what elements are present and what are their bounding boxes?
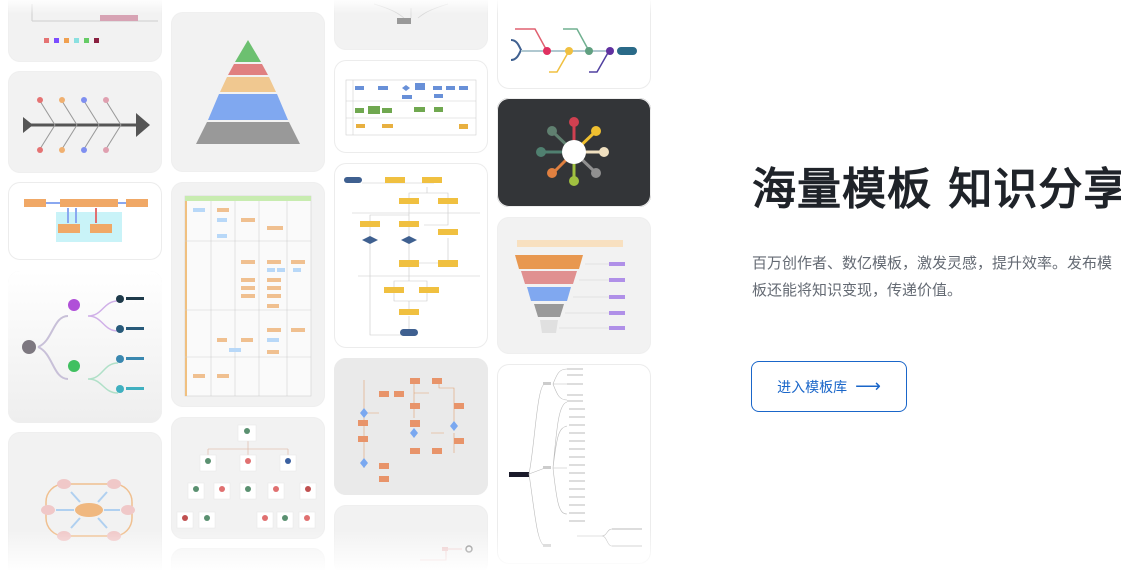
- orange-flowchart-thumbnail: [334, 358, 488, 495]
- template-card-partial-bottom[interactable]: [171, 548, 325, 570]
- hero-title: 海量模板 知识分享: [752, 164, 1121, 215]
- template-card-fishbone-diagram[interactable]: [8, 71, 162, 173]
- template-card-partial-diagram[interactable]: [334, 505, 488, 570]
- template-card-mind-map[interactable]: [497, 364, 651, 564]
- template-card-gantt-chart[interactable]: [8, 0, 162, 62]
- swimlane-thumbnail: [184, 195, 312, 397]
- cross-functional-thumbnail: [345, 79, 477, 136]
- template-card-orange-flowchart[interactable]: [334, 358, 488, 495]
- radial-diagram-thumbnail: [536, 117, 609, 186]
- enter-template-library-button[interactable]: 进入模板库 ⟶: [751, 361, 907, 412]
- funnel-chart-thumbnail: [515, 240, 625, 333]
- org-chart-thumbnail: [176, 424, 317, 529]
- template-gallery: [0, 0, 660, 570]
- hero-text-block: 海量模板 知识分享 百万创作者、数亿模板，激发灵感，提升效率。发布模板还能将知识…: [752, 160, 1121, 304]
- template-card-process-flowchart[interactable]: [334, 163, 488, 348]
- fishbone-thumbnail: [23, 97, 150, 153]
- pyramid-chart-thumbnail: [196, 40, 300, 144]
- template-card-org-chart[interactable]: [171, 417, 325, 539]
- template-card-cycle-diagram[interactable]: [8, 432, 162, 570]
- template-card-tree-top[interactable]: [334, 0, 488, 50]
- template-card-funnel-chart[interactable]: [497, 217, 651, 354]
- process-flowchart-thumbnail: [344, 177, 480, 336]
- template-card-dark-radial-diagram[interactable]: [497, 98, 651, 207]
- hero-description: 百万创作者、数亿模板，激发灵感，提升效率。发布模板还能将知识变现，传递价值。: [752, 254, 1113, 299]
- tree-top-thumbnail: [373, 3, 449, 24]
- template-card-cross-functional-flowchart[interactable]: [334, 60, 488, 153]
- template-card-colored-fishbone[interactable]: [497, 0, 651, 89]
- mind-map-thumbnail: [509, 368, 642, 547]
- colored-fishbone-thumbnail: [510, 28, 637, 73]
- template-card-pyramid-chart[interactable]: [171, 12, 325, 172]
- block-flow-thumbnail: [24, 199, 148, 242]
- template-card-timeline-tree[interactable]: [8, 271, 162, 423]
- arrow-right-icon: ⟶: [855, 375, 881, 397]
- cycle-diagram-thumbnail: [41, 479, 135, 541]
- partial-diagram-thumbnail: [420, 545, 473, 561]
- template-card-block-flow-diagram[interactable]: [8, 182, 162, 260]
- gantt-chart-thumbnail: [31, 4, 158, 43]
- template-card-swimlane-flowchart[interactable]: [171, 182, 325, 407]
- tree-infographic-thumbnail: [8, 271, 162, 423]
- cta-label: 进入模板库: [777, 379, 848, 396]
